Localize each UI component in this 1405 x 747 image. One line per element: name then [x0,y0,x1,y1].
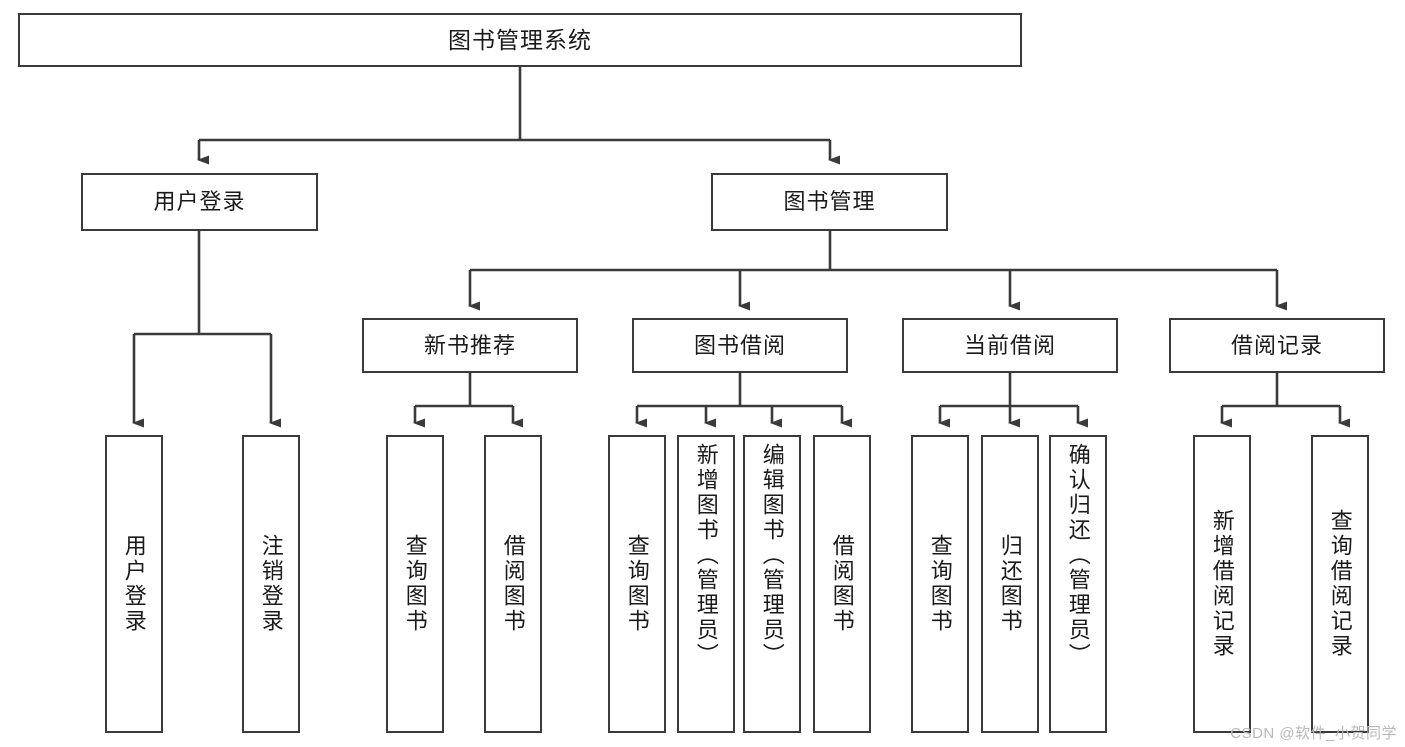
watermark-text: CSDN @软件_小贺同学 [1230,725,1397,742]
node-label: 图书借阅 [693,332,786,358]
leaf-current-borrow-confirm-return-admin[interactable]: 确认归还（管理员） [1049,435,1107,733]
node-borrow-record[interactable]: 借阅记录 [1169,318,1385,373]
node-root-book-management-system[interactable]: 图书管理系统 [18,13,1022,67]
node-book-borrow[interactable]: 图书借阅 [632,318,848,373]
leaf-user-login-logout[interactable]: 注销登录 [242,435,300,733]
leaf-label: 编辑图书（管理员） [759,443,785,668]
leaf-label: 查询图书 [927,534,953,634]
leaf-book-borrow-borrow-book[interactable]: 借阅图书 [813,435,871,733]
node-current-borrow[interactable]: 当前借阅 [902,318,1118,373]
leaf-borrow-record-add-record[interactable]: 新增借阅记录 [1193,435,1251,733]
leaf-book-borrow-query-book[interactable]: 查询图书 [608,435,666,733]
leaf-new-book-query-book[interactable]: 查询图书 [386,435,444,733]
node-new-book-recommend[interactable]: 新书推荐 [362,318,578,373]
leaf-label: 确认归还（管理员） [1065,443,1091,668]
leaf-current-borrow-query-book[interactable]: 查询图书 [911,435,969,733]
node-label: 当前借阅 [963,332,1056,358]
leaf-label: 新增借阅记录 [1209,509,1235,659]
leaf-label: 新增图书（管理员） [693,443,719,668]
leaf-label: 归还图书 [997,534,1023,634]
leaf-borrow-record-query-record[interactable]: 查询借阅记录 [1311,435,1369,733]
leaf-label: 注销登录 [258,534,284,634]
leaf-label: 借阅图书 [829,534,855,634]
leaf-label: 用户登录 [121,534,147,634]
leaf-label: 借阅图书 [500,534,526,634]
leaf-book-borrow-edit-book-admin[interactable]: 编辑图书（管理员） [743,435,801,733]
node-label: 用户登录 [153,189,246,215]
leaf-label: 查询借阅记录 [1327,509,1353,659]
node-book-management[interactable]: 图书管理 [711,173,948,231]
leaf-user-login-login[interactable]: 用户登录 [105,435,163,733]
node-label: 借阅记录 [1230,332,1323,358]
leaf-new-book-borrow-book[interactable]: 借阅图书 [484,435,542,733]
node-label: 新书推荐 [423,332,516,358]
leaf-label: 查询图书 [402,534,428,634]
leaf-label: 查询图书 [624,534,650,634]
node-user-login[interactable]: 用户登录 [81,173,318,231]
leaf-book-borrow-add-book-admin[interactable]: 新增图书（管理员） [677,435,735,733]
node-label: 图书管理系统 [448,26,592,53]
leaf-current-borrow-return-book[interactable]: 归还图书 [981,435,1039,733]
node-label: 图书管理 [783,189,876,215]
